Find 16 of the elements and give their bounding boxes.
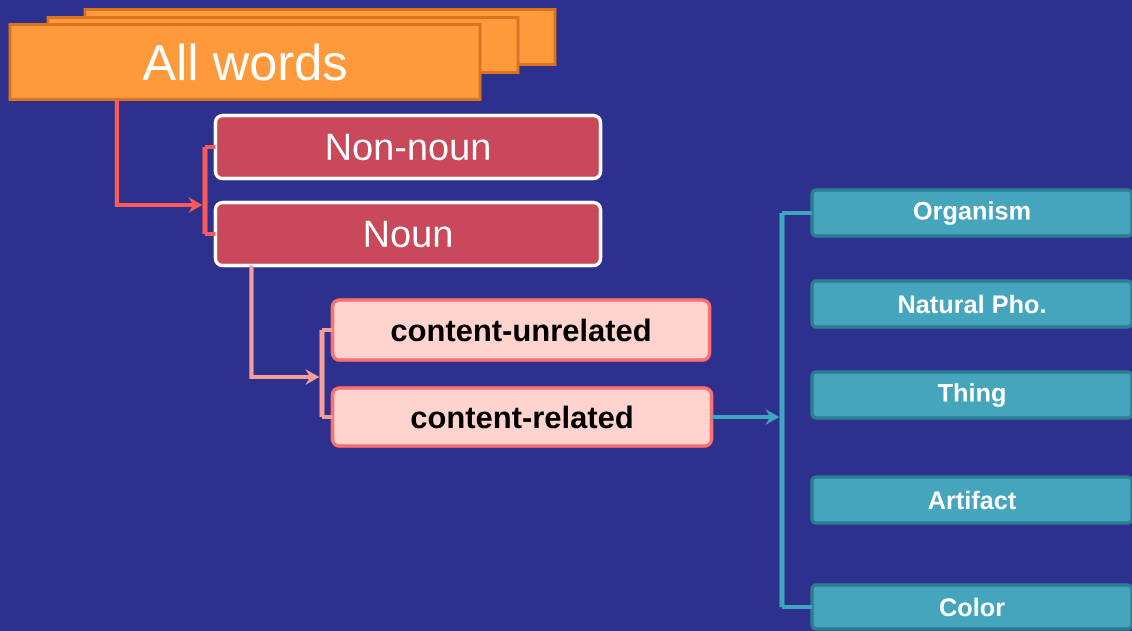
category-box: Artifact bbox=[810, 475, 1132, 525]
category-box: content-unrelated bbox=[330, 298, 712, 362]
category-box: Natural Pho. bbox=[810, 279, 1132, 329]
connector-line bbox=[779, 604, 812, 610]
stacked-banner: All words bbox=[8, 8, 557, 101]
connector-line bbox=[779, 210, 812, 216]
category-box: Organism bbox=[810, 188, 1132, 238]
category-box: content-related bbox=[330, 386, 714, 448]
category-box: Thing bbox=[810, 370, 1132, 420]
connector-line bbox=[202, 231, 216, 237]
category-box: Color bbox=[810, 583, 1132, 631]
connector-line bbox=[319, 414, 333, 420]
category-box: Non-noun bbox=[213, 113, 603, 181]
connector-line bbox=[202, 144, 216, 150]
connector-line bbox=[319, 327, 333, 333]
category-box: Noun bbox=[213, 200, 603, 268]
